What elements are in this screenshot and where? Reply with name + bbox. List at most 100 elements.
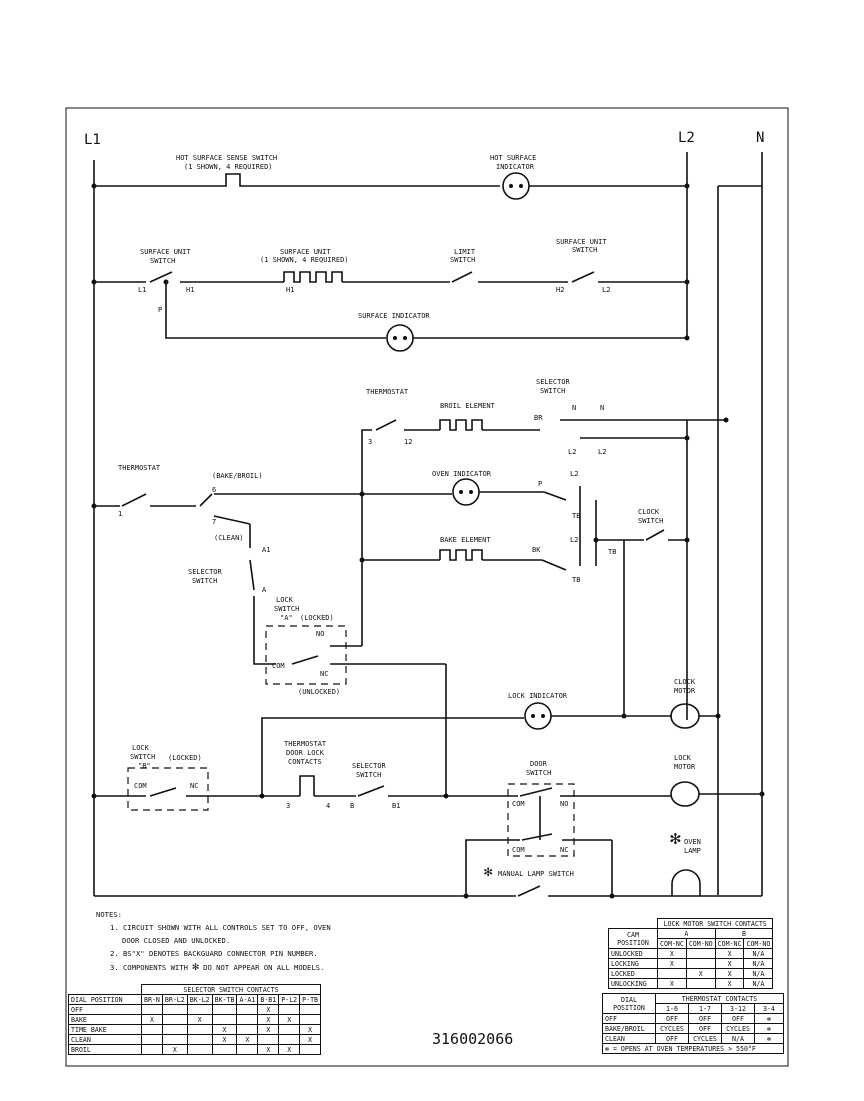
selector-switch-a bbox=[249, 559, 255, 591]
svg-text:BK: BK bbox=[532, 546, 541, 554]
svg-text:INDICATOR: INDICATOR bbox=[496, 163, 535, 171]
svg-text:COM: COM bbox=[512, 800, 525, 808]
n-label: N bbox=[756, 130, 764, 146]
svg-text:L2: L2 bbox=[568, 448, 576, 456]
svg-text:(LOCKED): (LOCKED) bbox=[300, 614, 334, 622]
svg-text:"A": "A" bbox=[280, 614, 293, 622]
svg-text:SWITCH: SWITCH bbox=[540, 387, 565, 395]
bake-element bbox=[439, 549, 483, 561]
svg-text:BAKE ELEMENT: BAKE ELEMENT bbox=[440, 536, 491, 544]
svg-text:NO: NO bbox=[560, 800, 568, 808]
lock-indicator bbox=[524, 702, 552, 730]
oven-indicator bbox=[452, 478, 480, 506]
surface-indicator bbox=[386, 324, 414, 352]
clock-switch bbox=[645, 529, 665, 541]
svg-text:H1: H1 bbox=[286, 286, 294, 294]
notes: NOTES: 1. CIRCUIT SHOWN WITH ALL CONTROL… bbox=[96, 910, 331, 973]
door-switch-box bbox=[507, 783, 575, 857]
svg-text:SWITCH: SWITCH bbox=[638, 517, 663, 525]
svg-text:SELECTOR: SELECTOR bbox=[352, 762, 387, 770]
surface-unit-switch-right bbox=[571, 271, 595, 283]
svg-text:THERMOSTAT: THERMOSTAT bbox=[284, 740, 327, 748]
svg-text:MOTOR: MOTOR bbox=[674, 763, 696, 771]
svg-text:7: 7 bbox=[212, 518, 216, 526]
svg-text:B1: B1 bbox=[392, 802, 400, 810]
svg-text:✻: ✻ bbox=[484, 864, 493, 880]
svg-text:DOOR: DOOR bbox=[530, 760, 548, 768]
door-switch bbox=[519, 787, 553, 797]
lock-switch-b-box bbox=[127, 767, 209, 811]
svg-text:SWITCH: SWITCH bbox=[274, 605, 299, 613]
manual-lamp-switch bbox=[517, 885, 541, 897]
svg-text:CLOCK: CLOCK bbox=[638, 508, 660, 516]
svg-text:SURFACE UNIT: SURFACE UNIT bbox=[140, 248, 191, 256]
svg-text:(LOCKED): (LOCKED) bbox=[168, 754, 202, 762]
svg-text:1: 1 bbox=[118, 510, 122, 518]
svg-text:H1: H1 bbox=[186, 286, 194, 294]
svg-text:COM: COM bbox=[134, 782, 147, 790]
svg-text:DOOR LOCK: DOOR LOCK bbox=[286, 749, 325, 757]
svg-text:(1 SHOWN, 4 REQUIRED): (1 SHOWN, 4 REQUIRED) bbox=[184, 163, 273, 171]
svg-text:A: A bbox=[262, 586, 267, 594]
svg-text:THERMOSTAT: THERMOSTAT bbox=[118, 464, 161, 472]
svg-text:NC: NC bbox=[560, 846, 568, 854]
part-number: 316002066 bbox=[432, 1030, 513, 1048]
svg-text:BROIL ELEMENT: BROIL ELEMENT bbox=[440, 402, 496, 410]
svg-text:✻: ✻ bbox=[670, 828, 681, 849]
svg-text:(CLEAN): (CLEAN) bbox=[214, 534, 244, 542]
lock-switch-a-box bbox=[265, 625, 347, 685]
thermostat-broil-contact bbox=[375, 419, 397, 431]
svg-text:LOCK: LOCK bbox=[674, 754, 692, 762]
svg-text:P: P bbox=[538, 480, 542, 488]
l1-label: L1 bbox=[84, 132, 101, 148]
svg-text:LOCK INDICATOR: LOCK INDICATOR bbox=[508, 692, 568, 700]
broil-element bbox=[439, 419, 483, 431]
svg-text:(BAKE/BROIL): (BAKE/BROIL) bbox=[212, 472, 263, 480]
l2-label: L2 bbox=[678, 130, 695, 146]
svg-text:L2: L2 bbox=[602, 286, 610, 294]
selector-switch-b bbox=[357, 785, 385, 797]
svg-text:4: 4 bbox=[326, 802, 330, 810]
diagram-border bbox=[65, 107, 789, 1067]
svg-text:LAMP: LAMP bbox=[684, 847, 701, 855]
lock-switch-b bbox=[149, 787, 177, 797]
hot-surface-indicator bbox=[502, 172, 530, 200]
svg-text:P: P bbox=[158, 306, 162, 314]
svg-text:HOT SURFACE SENSE SWITCH: HOT SURFACE SENSE SWITCH bbox=[176, 154, 277, 162]
svg-text:B: B bbox=[350, 802, 354, 810]
svg-text:TB: TB bbox=[572, 576, 580, 584]
svg-text:SURFACE UNIT: SURFACE UNIT bbox=[280, 248, 331, 256]
svg-text:MANUAL LAMP SWITCH: MANUAL LAMP SWITCH bbox=[498, 870, 574, 878]
svg-text:HOT SURFACE: HOT SURFACE bbox=[490, 154, 536, 162]
lock-motor bbox=[670, 781, 700, 807]
svg-text:TB: TB bbox=[572, 512, 580, 520]
svg-text:"B": "B" bbox=[138, 762, 151, 770]
svg-text:SELECTOR: SELECTOR bbox=[536, 378, 571, 386]
svg-text:SWITCH: SWITCH bbox=[356, 771, 381, 779]
surface-unit-switch-left bbox=[149, 271, 173, 283]
limit-switch bbox=[451, 271, 473, 283]
oven-lamp bbox=[671, 869, 701, 897]
svg-text:BR: BR bbox=[534, 414, 543, 422]
svg-text:CONTACTS: CONTACTS bbox=[288, 758, 322, 766]
svg-text:SWITCH: SWITCH bbox=[526, 769, 551, 777]
svg-text:H2: H2 bbox=[556, 286, 564, 294]
svg-text:3: 3 bbox=[368, 438, 372, 446]
svg-text:SWITCH: SWITCH bbox=[450, 256, 475, 264]
door-switch-lamp-contact bbox=[521, 833, 553, 841]
svg-text:NC: NC bbox=[320, 670, 328, 678]
svg-text:SWITCH: SWITCH bbox=[150, 257, 175, 265]
svg-text:TB: TB bbox=[608, 548, 616, 556]
svg-text:6: 6 bbox=[212, 486, 216, 494]
svg-text:SWITCH: SWITCH bbox=[130, 753, 155, 761]
svg-text:L2: L2 bbox=[570, 470, 578, 478]
svg-text:L2: L2 bbox=[570, 536, 578, 544]
surface-unit-element bbox=[283, 271, 343, 283]
svg-text:(UNLOCKED): (UNLOCKED) bbox=[298, 688, 340, 696]
svg-text:12: 12 bbox=[404, 438, 412, 446]
svg-text:(1 SHOWN, 4 REQUIRED): (1 SHOWN, 4 REQUIRED) bbox=[260, 256, 349, 264]
svg-text:LOCK: LOCK bbox=[132, 744, 150, 752]
